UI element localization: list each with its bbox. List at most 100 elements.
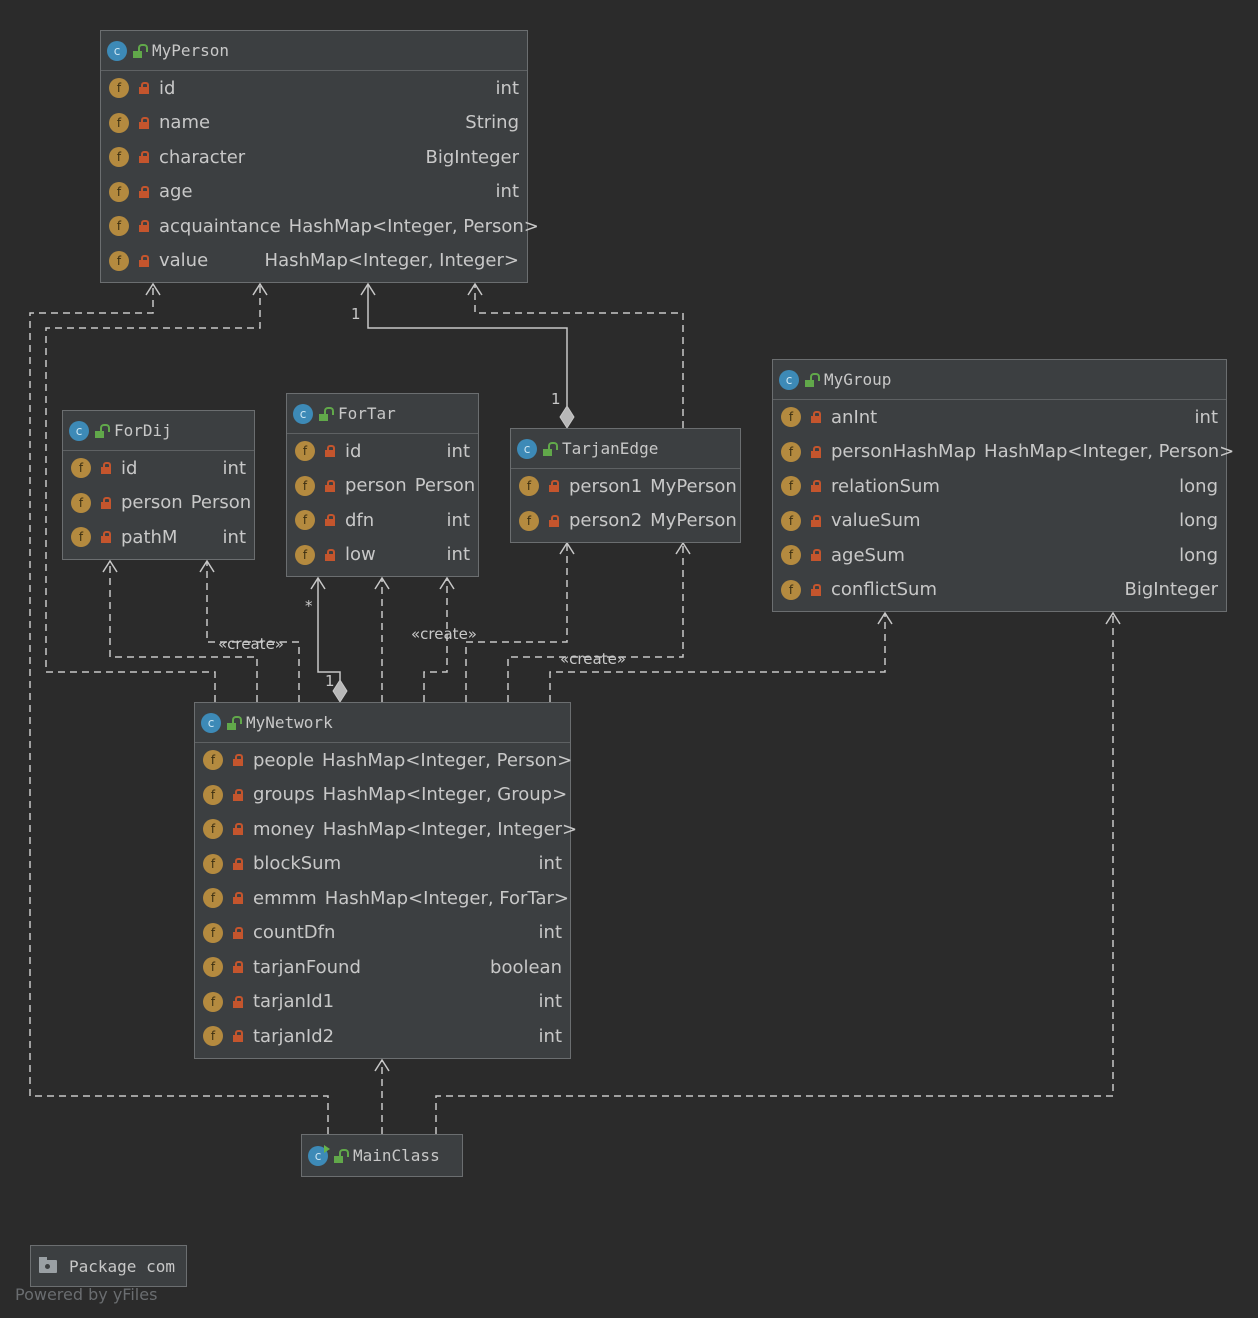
field-f-icon: f [203,784,223,805]
lock-icon [233,892,243,905]
field-type: HashMap<Integer, Integer> [322,818,578,840]
field-type: int [495,77,519,99]
field-f-icon: f [203,888,223,909]
lock-icon [139,220,149,233]
folder-icon [39,1256,57,1273]
arrowhead [467,282,483,296]
field-type: HashMap<Integer, Integer> [264,250,519,272]
lock-icon [811,411,821,424]
arrowhead [199,559,215,573]
class-name: MyPerson [152,41,230,60]
field-name: groups [253,784,315,806]
arrowhead [374,1058,390,1072]
field-name: valueSum [831,510,921,532]
field-type: int [446,440,470,462]
field-f-icon: f [109,78,129,99]
edge-mynetwork-fordij-b [206,561,300,702]
lock-icon [233,788,243,801]
lock-icon [549,514,559,527]
field-f-icon: f [109,181,129,202]
arrowhead [877,611,893,625]
edge-mainclass-mygroup [435,613,1114,1134]
field-f-icon: f [203,957,223,978]
edge-mynetwork-myperson [45,284,261,702]
field-type: HashMap<Integer, Person> [322,749,573,771]
field-row[interactable]: f groups HashMap<Integer, Group> [195,778,570,813]
lock-icon [811,480,821,493]
field-name: tarjanId2 [253,1025,335,1047]
field-f-icon: f [203,991,223,1012]
lock-icon [233,857,243,870]
powered-by-footer: Powered by yFiles [15,1285,158,1304]
field-name: name [159,112,211,134]
field-type: Person [414,475,476,497]
multiplicity-mynetwork: 1 [325,672,335,690]
create-label-fortar: «create» [411,625,477,643]
field-name: acquaintance [159,215,281,237]
field-type: long [1179,475,1218,497]
field-name: money [253,818,315,840]
field-f-icon: f [781,476,801,497]
lock-icon [811,514,821,527]
field-f-icon: f [203,922,223,943]
lock-icon [233,961,243,974]
field-type: String [465,112,519,134]
field-f-icon: f [295,544,315,565]
arrowhead [559,541,575,555]
lock-icon [325,514,335,527]
field-type: HashMap<Integer, Group> [322,784,568,806]
field-f-icon: f [295,475,315,496]
field-name: personHashMap [831,441,977,463]
lock-icon [325,445,335,458]
field-f-icon: f [71,458,91,479]
field-type: BigInteger [425,146,519,168]
field-name: pathM [121,526,178,548]
field-name: tarjanId1 [253,991,335,1013]
package-node[interactable]: Package com [30,1245,187,1287]
